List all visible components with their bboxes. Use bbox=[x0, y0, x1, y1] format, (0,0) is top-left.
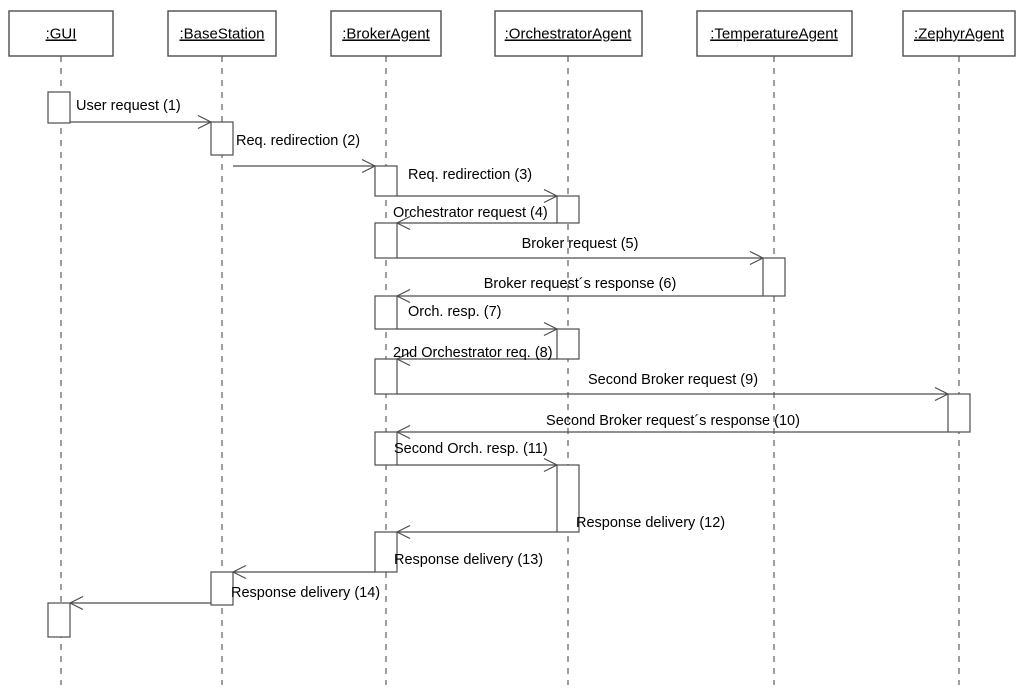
activation-bar-gui bbox=[47, 602, 71, 638]
message-7[interactable]: Orch. resp. (7) bbox=[397, 304, 558, 337]
message-label-2: Req. redirection (2) bbox=[236, 133, 360, 149]
participant-box-orchestratoragent bbox=[494, 10, 643, 57]
message-label-4: Orchestrator request (4) bbox=[393, 205, 548, 221]
message-label-13: Response delivery (13) bbox=[394, 552, 543, 568]
message-label-1: User request (1) bbox=[76, 98, 181, 114]
message-label-3: Req. redirection (3) bbox=[408, 167, 532, 183]
participant-box-brokeragent bbox=[330, 10, 442, 57]
participant-label-orchestratoragent: :OrchestratorAgent bbox=[505, 25, 633, 42]
arrowhead-icon-1 bbox=[197, 114, 212, 130]
participant-box-temperatureagent bbox=[696, 10, 853, 57]
message-label-14: Response delivery (14) bbox=[231, 585, 380, 601]
arrowhead-icon-10 bbox=[396, 424, 411, 440]
activation-bar-brokeragent bbox=[374, 295, 398, 330]
arrowhead-icon-11 bbox=[543, 457, 558, 473]
message-13[interactable]: Response delivery (13) bbox=[232, 552, 543, 580]
message-label-8: 2nd Orchestrator req. (8) bbox=[393, 345, 553, 361]
participant-label-brokeragent: :BrokerAgent bbox=[342, 25, 430, 42]
arrowhead-icon-12 bbox=[396, 524, 411, 540]
activation-bar-orchestratoragent bbox=[556, 328, 580, 360]
participant-box-basestation bbox=[167, 10, 277, 57]
message-6[interactable]: Broker request´s response (6) bbox=[396, 276, 763, 304]
activation-bar-orchestratoragent bbox=[556, 195, 580, 224]
arrowhead-icon-13 bbox=[232, 564, 247, 580]
message-10[interactable]: Second Broker request´s response (10) bbox=[396, 413, 948, 440]
message-layer: User request (1) Req. redirection (2) Req.… bbox=[69, 98, 949, 611]
participant-gui[interactable]: :GUI bbox=[8, 10, 114, 57]
activation-bar-brokeragent bbox=[374, 431, 398, 466]
message-2[interactable]: Req. redirection (2) bbox=[233, 133, 376, 174]
activation-bar-basestation bbox=[210, 121, 234, 156]
arrowhead-icon-2 bbox=[361, 158, 376, 174]
arrowhead-icon-9 bbox=[934, 386, 949, 402]
participant-temperatureagent[interactable]: :TemperatureAgent bbox=[696, 10, 853, 57]
participant-box-zephyragent bbox=[902, 10, 1016, 57]
arrowhead-icon-8 bbox=[396, 351, 411, 367]
message-8[interactable]: 2nd Orchestrator req. (8) bbox=[393, 345, 557, 367]
activation-bar-brokeragent bbox=[374, 358, 398, 395]
participant-layer: :GUI :BaseStation :BrokerAgent :Orchestrato… bbox=[8, 10, 1016, 57]
participant-label-temperatureagent: :TemperatureAgent bbox=[710, 25, 838, 42]
arrowhead-icon-7 bbox=[543, 321, 558, 337]
arrowhead-icon-4 bbox=[396, 215, 411, 231]
activation-bar-zephyragent bbox=[947, 393, 971, 433]
message-label-9: Second Broker request (9) bbox=[588, 372, 758, 388]
participant-brokeragent[interactable]: :BrokerAgent bbox=[330, 10, 442, 57]
arrowhead-icon-14 bbox=[69, 595, 84, 611]
activation-bar-brokeragent bbox=[374, 165, 398, 197]
activation-bar-gui bbox=[47, 91, 71, 124]
activation-bar-basestation bbox=[210, 571, 234, 606]
message-label-11: Second Orch. resp. (11) bbox=[394, 441, 548, 457]
participant-label-gui: :GUI bbox=[46, 25, 77, 42]
arrowhead-icon-3 bbox=[543, 188, 558, 204]
message-3[interactable]: Req. redirection (3) bbox=[397, 167, 558, 204]
participant-zephyragent[interactable]: :ZephyrAgent bbox=[902, 10, 1016, 57]
message-4[interactable]: Orchestrator request (4) bbox=[393, 205, 557, 231]
participant-label-basestation: :BaseStation bbox=[179, 25, 264, 42]
arrowhead-icon-6 bbox=[396, 288, 411, 304]
message-11[interactable]: Second Orch. resp. (11) bbox=[394, 441, 558, 473]
participant-basestation[interactable]: :BaseStation bbox=[167, 10, 277, 57]
message-9[interactable]: Second Broker request (9) bbox=[397, 372, 949, 402]
message-12[interactable]: Response delivery (12) bbox=[396, 515, 725, 540]
arrowhead-icon-5 bbox=[749, 250, 764, 266]
message-label-7: Orch. resp. (7) bbox=[408, 304, 501, 320]
message-1[interactable]: User request (1) bbox=[70, 98, 212, 130]
activation-bar-temperatureagent bbox=[762, 257, 786, 297]
message-label-5: Broker request (5) bbox=[522, 236, 639, 252]
participant-box-gui bbox=[8, 10, 114, 57]
participant-label-zephyragent: :ZephyrAgent bbox=[914, 25, 1005, 42]
activation-bar-orchestratoragent bbox=[556, 464, 580, 533]
activation-bar-brokeragent bbox=[374, 531, 398, 573]
message-label-6: Broker request´s response (6) bbox=[484, 276, 677, 292]
message-5[interactable]: Broker request (5) bbox=[397, 236, 764, 266]
participant-orchestratoragent[interactable]: :OrchestratorAgent bbox=[494, 10, 643, 57]
activation-bar-brokeragent bbox=[374, 222, 398, 259]
message-14[interactable]: Response delivery (14) bbox=[69, 585, 380, 611]
message-label-10: Second Broker request´s response (10) bbox=[546, 413, 800, 429]
message-label-12: Response delivery (12) bbox=[576, 515, 725, 531]
activation-layer bbox=[47, 91, 971, 638]
lifeline-layer bbox=[60, 56, 960, 685]
